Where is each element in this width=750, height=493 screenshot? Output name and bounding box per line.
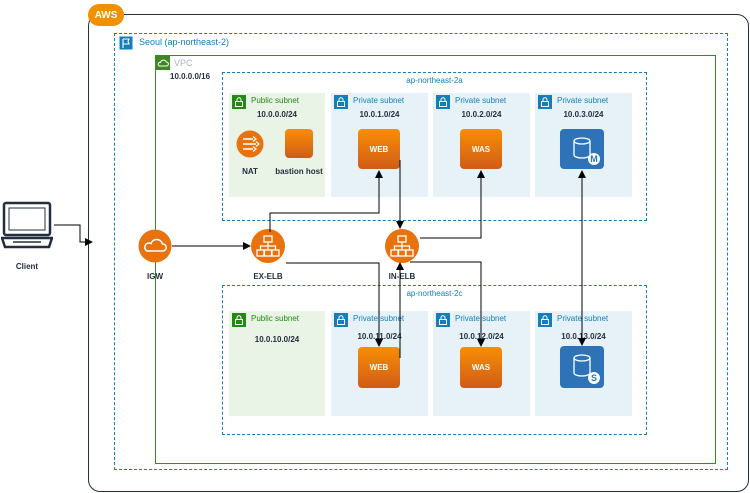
- vpc-label: VPC: [174, 58, 193, 68]
- az-a-group: ap-northeast-2a: [222, 72, 647, 221]
- subnet-label: Private subnet: [455, 96, 507, 105]
- web-node-c: WEB: [358, 347, 400, 388]
- subnet-cidr: 10.0.0.0/24: [256, 110, 298, 119]
- client-caption: Client: [15, 262, 39, 271]
- ex-elb-icon: [251, 229, 285, 263]
- rds-master-icon: M: [560, 129, 604, 169]
- lock-icon: [334, 95, 348, 109]
- lock-icon: [538, 313, 552, 327]
- web-node-a: WEB: [358, 129, 400, 169]
- lock-icon: [436, 95, 450, 109]
- subnet-label: Private subnet: [557, 96, 609, 105]
- vpc-cidr: 10.0.0.0/16: [170, 72, 211, 81]
- bastion-host-icon: [285, 129, 313, 158]
- was-node-a: WAS: [460, 129, 502, 169]
- client-computer-icon: [1, 201, 53, 249]
- in-elb-caption: IN-ELB: [388, 272, 416, 281]
- region-group: Seoul (ap-northeast-2): [114, 33, 728, 470]
- edge-client-igw: [54, 224, 93, 246]
- rds-standby-glyph: S: [588, 372, 600, 384]
- aws-cloud-group: [88, 14, 749, 492]
- was-node-c: WAS: [460, 347, 502, 388]
- subnet-cidr: 10.0.2.0/24: [461, 110, 502, 119]
- vpc-cloud-icon: [156, 56, 170, 70]
- aws-badge: AWS: [88, 4, 124, 26]
- az-c-label: ap-northeast-2c: [406, 289, 463, 298]
- ex-elb-caption: EX-ELB: [253, 272, 283, 281]
- igw-caption: IGW: [147, 272, 163, 281]
- az-c-group: ap-northeast-2c: [222, 285, 647, 435]
- internet-gateway-icon: [138, 229, 172, 263]
- subnet-cidr: 10.0.10.0/24: [254, 335, 300, 344]
- bastion-caption: bastion host: [275, 167, 323, 176]
- nat-gateway-icon: [236, 130, 264, 158]
- subnet-label: Private subnet: [353, 96, 405, 105]
- in-elb-icon: [385, 229, 419, 263]
- subnet-cidr: 10.0.3.0/24: [563, 110, 604, 119]
- lock-icon: [436, 313, 450, 327]
- az-a-label: ap-northeast-2a: [406, 76, 463, 85]
- region-label: Seoul (ap-northeast-2): [139, 37, 230, 47]
- subnet-label: Public subnet: [251, 314, 300, 323]
- subnet-public-a: Public subnet 10.0.0.0/24: [229, 93, 325, 197]
- lock-icon: [232, 95, 246, 109]
- lock-icon: [334, 313, 348, 327]
- rds-standby-icon: S: [560, 346, 604, 388]
- edge-exelb-web-c: [286, 262, 383, 347]
- lock-icon: [232, 313, 246, 327]
- lock-icon: [538, 95, 552, 109]
- subnet-label: Public subnet: [251, 96, 300, 105]
- subnet-public-c: Public subnet 10.0.10.0/24: [229, 311, 325, 416]
- subnet-cidr: 10.0.1.0/24: [359, 110, 400, 119]
- edge-exelb-web-a: [269, 170, 383, 232]
- region-flag-icon: [119, 36, 133, 50]
- rds-master-glyph: M: [588, 153, 600, 165]
- nat-caption: NAT: [242, 167, 258, 176]
- edge-inelb-was-c: [410, 261, 485, 347]
- edge-inelb-was-a: [420, 170, 485, 239]
